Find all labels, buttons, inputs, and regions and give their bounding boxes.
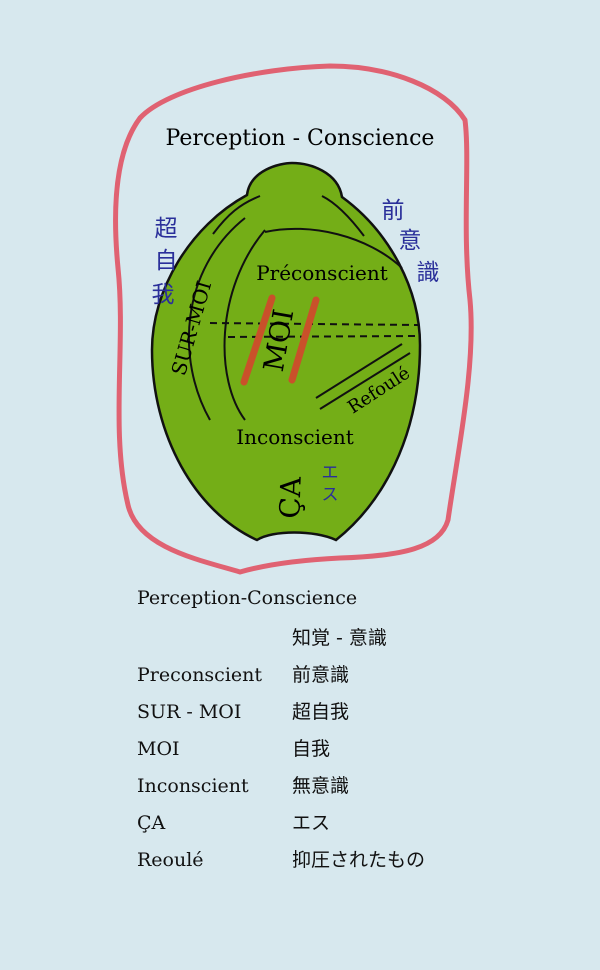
legend-fr: Reoulé [137, 849, 204, 871]
dashed-line-upper [209, 322, 419, 326]
legend-row: ÇA エス [137, 805, 457, 842]
legend-jp: エス [292, 812, 331, 834]
annot-preconscient-1: 前 [382, 198, 405, 224]
preconscient-boundary-arc [223, 229, 266, 421]
surmoi-boundary-arc [187, 217, 246, 421]
legend-jp: 抑圧されたもの [292, 849, 426, 871]
annot-ca-1: エ [322, 463, 339, 483]
legend-row: SUR - MOI 超自我 [137, 694, 457, 731]
perception-bump-left-line [212, 195, 261, 235]
annot-preconscient-2: 意 [399, 228, 422, 254]
legend-jp: 超自我 [292, 701, 350, 723]
annot-ca-2: ス [322, 485, 339, 505]
perception-conscience-boundary [113, 63, 474, 575]
legend-fr: ÇA [137, 812, 166, 834]
moi-bar-right [288, 296, 320, 384]
moi-bar-left [240, 294, 276, 386]
legend-jp: 知覚 - 意識 [292, 627, 387, 649]
legend-fr: SUR - MOI [137, 701, 242, 723]
legend-fr: MOI [137, 738, 180, 760]
ca-label: ÇA [273, 476, 307, 520]
legend-fr: Preconscient [137, 664, 263, 686]
legend: Perception-Conscience 知覚 - 意識 Preconscie… [137, 583, 457, 879]
annot-surmoi-1: 超 [155, 216, 178, 242]
legend-fr: Inconscient [137, 775, 249, 797]
psyche-body [150, 161, 422, 542]
legend-title: Perception-Conscience [137, 587, 358, 609]
legend-row: Preconscient 前意識 [137, 657, 457, 694]
preconscient-label: Préconscient [256, 261, 388, 285]
perception-bump-right-line [321, 195, 365, 237]
refoule-line-upper [315, 343, 403, 399]
dashed-line-lower [227, 335, 419, 338]
legend-row: MOI 自我 [137, 731, 457, 768]
legend-row: Reoulé 抑圧されたもの [137, 842, 457, 879]
annot-surmoi-2: 自 [155, 248, 178, 274]
inconscient-label: Inconscient [236, 425, 354, 449]
annot-preconscient-3: 識 [417, 260, 440, 286]
legend-jp: 無意識 [292, 775, 350, 797]
psyche-topology-diagram: Perception - Conscience Préconscient SUR… [113, 63, 474, 575]
legend-row: 知覚 - 意識 [137, 620, 457, 657]
legend-jp: 前意識 [292, 664, 350, 686]
perception-conscience-label: Perception - Conscience [166, 126, 435, 151]
refoule-line-lower [319, 352, 411, 410]
legend-jp: 自我 [292, 738, 331, 760]
annot-surmoi-3: 我 [152, 282, 175, 308]
preconscient-top-line [264, 227, 403, 269]
legend-row: Inconscient 無意識 [137, 768, 457, 805]
